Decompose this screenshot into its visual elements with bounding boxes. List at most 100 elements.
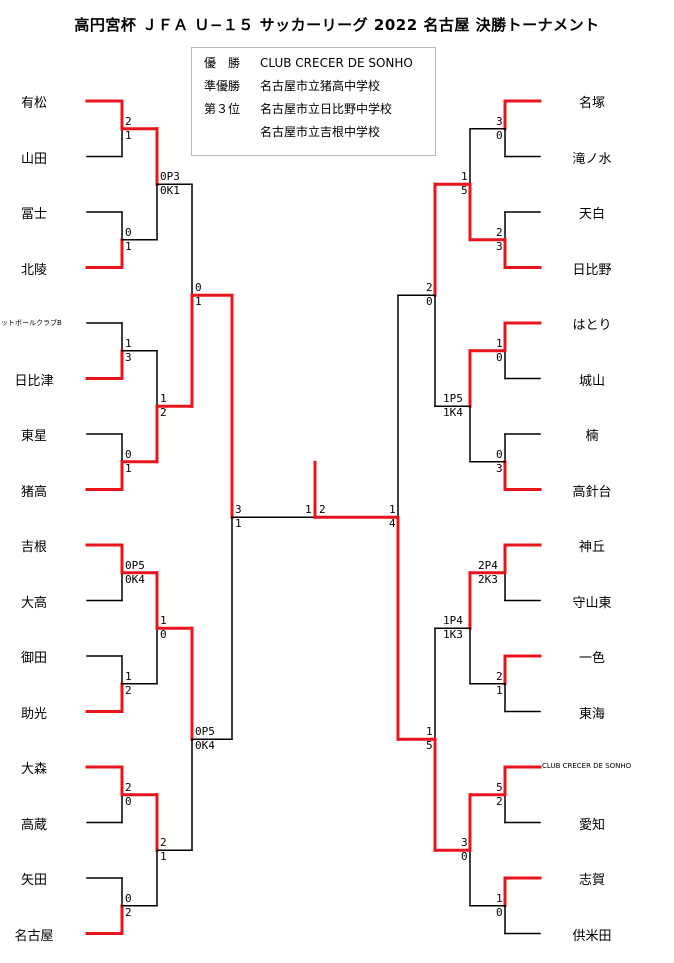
score-label: 0 <box>461 850 468 864</box>
team-name: 吉根 <box>20 540 47 555</box>
team-name: 日比野 <box>572 262 612 278</box>
team-name: 大高 <box>20 595 47 611</box>
score-label: 0P5 <box>125 558 145 572</box>
team-name: 日比津 <box>14 373 54 389</box>
score-label: 0 <box>496 350 503 364</box>
result-team: 名古屋市立日比野中学校 <box>260 102 393 116</box>
score-label: 2 <box>160 836 167 850</box>
team-name: 守山東 <box>572 595 612 611</box>
score-label: 1 <box>496 683 503 697</box>
score-label: 1 <box>125 239 132 253</box>
team-name: 高蔵 <box>20 817 47 833</box>
team-name: 矢田 <box>20 873 47 888</box>
score-label: 3 <box>496 239 503 253</box>
score-label: 2 <box>496 225 503 239</box>
score-label: 1 <box>461 170 468 184</box>
team-name: 冨士 <box>20 207 47 222</box>
score-label: 2 <box>496 794 503 808</box>
result-third-place-2: 名古屋市立吉根中学校 <box>204 123 435 146</box>
score-label: 2 <box>160 406 167 420</box>
score-label: 1 <box>426 725 433 739</box>
score-label: 0 <box>496 905 503 919</box>
score-label: 2K3 <box>478 572 498 586</box>
team-name: 名古屋 <box>14 928 54 944</box>
team-name: 名塚 <box>578 96 605 111</box>
team-name: 北陵 <box>20 262 47 278</box>
score-label: 0 <box>125 447 132 461</box>
team-name: 助光 <box>20 706 47 722</box>
team-name: 高針台 <box>572 484 612 500</box>
score-label: 0P3 <box>160 170 180 184</box>
team-name: 一色 <box>578 651 605 666</box>
team-name: 東海 <box>578 706 605 722</box>
result-label: 第３位 <box>204 102 241 116</box>
score-label: 3 <box>125 350 132 364</box>
score-label: 1 <box>125 461 132 475</box>
team-name: 志賀 <box>578 873 605 888</box>
team-name: 城山 <box>578 373 605 389</box>
score-label: 1 <box>160 850 167 864</box>
score-label: 2P4 <box>478 558 498 572</box>
team-name: 有松 <box>20 96 47 111</box>
team-name: 楠 <box>585 429 599 444</box>
result-label: 準優勝 <box>204 79 241 93</box>
score-label: 2 <box>125 683 132 697</box>
score-label: 1 <box>125 669 132 683</box>
score-label: 1 <box>125 336 132 350</box>
score-label: 0 <box>125 794 132 808</box>
results-box: 優 勝 CLUB CRECER DE SONHO 準優勝 名古屋市立猪高中学校 第３… <box>191 47 436 156</box>
score-label: 2 <box>125 780 132 794</box>
score-label: 1 <box>160 392 167 406</box>
score-label: 0 <box>125 225 132 239</box>
score-label: 0P5 <box>195 725 215 739</box>
score-label: 1K3 <box>443 628 463 642</box>
score-label: 0K1 <box>160 184 180 198</box>
score-label: 2 <box>496 669 503 683</box>
score-label: 0 <box>426 295 433 309</box>
score-label: 1 <box>235 517 242 531</box>
score-label: 1 <box>389 503 396 517</box>
result-team: 名古屋市立吉根中学校 <box>260 125 381 139</box>
result-champion: 優 勝 CLUB CRECER DE SONHO <box>204 54 435 77</box>
score-label: 0 <box>160 628 167 642</box>
team-name: 大森 <box>20 762 47 777</box>
score-label: 4 <box>389 517 396 531</box>
score-label: 2 <box>319 503 326 517</box>
score-label: 5 <box>496 780 503 794</box>
score-label: 3 <box>235 503 242 517</box>
result-team: CLUB CRECER DE SONHO <box>260 56 413 70</box>
team-name: 滝ノ水 <box>572 151 612 167</box>
score-label: 1 <box>195 295 202 309</box>
score-label: 3 <box>461 836 468 850</box>
result-third-place: 第３位 名古屋市立日比野中学校 <box>204 100 435 123</box>
score-label: 1 <box>125 128 132 142</box>
score-label: 5 <box>461 184 468 198</box>
result-runner-up: 準優勝 名古屋市立猪高中学校 <box>204 77 435 100</box>
score-label: 0 <box>125 891 132 905</box>
score-label: 1 <box>160 614 167 628</box>
result-label: 優 勝 <box>204 56 241 70</box>
team-name: 愛知 <box>578 817 605 833</box>
team-name: はとり <box>572 318 612 333</box>
score-label: 2 <box>125 905 132 919</box>
result-team: 名古屋市立猪高中学校 <box>260 79 381 93</box>
team-name: 神丘 <box>578 540 605 555</box>
score-label: 0K4 <box>195 739 215 753</box>
team-name: フットボールクラブB <box>0 319 62 327</box>
team-name: 猪高 <box>20 484 47 500</box>
score-label: 1 <box>496 891 503 905</box>
score-label: 3 <box>496 114 503 128</box>
team-name: 山田 <box>20 151 47 167</box>
page-title: 高円宮杯 ＪＦＡ Ｕ−１５ サッカーリーグ 2022 名古屋 決勝トーナメント <box>74 16 600 34</box>
team-name: 天白 <box>578 207 605 222</box>
score-label: 1P5 <box>443 392 463 406</box>
team-name: CLUB CRECER DE SONHO <box>542 762 632 770</box>
score-label: 0 <box>195 281 202 295</box>
team-name: 東星 <box>20 429 47 444</box>
team-name: 供米田 <box>572 928 612 944</box>
score-label: 2 <box>426 281 433 295</box>
score-label: 1K4 <box>443 406 463 420</box>
score-label: 0K4 <box>125 572 145 586</box>
score-label: 1P4 <box>443 614 463 628</box>
